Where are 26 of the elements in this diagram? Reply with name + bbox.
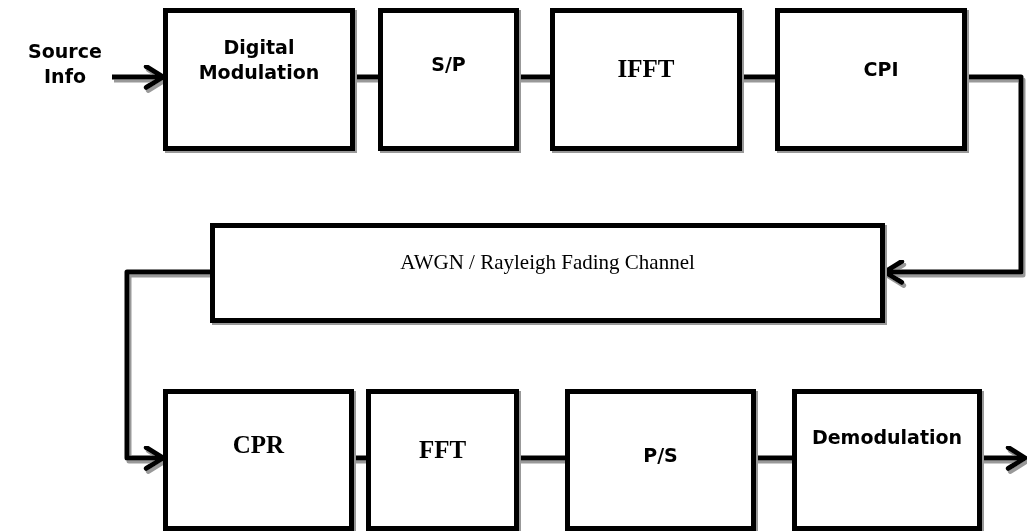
process-box xyxy=(775,8,967,151)
box-label: CPR xyxy=(232,429,285,460)
connector-line xyxy=(519,455,565,461)
process-box xyxy=(792,389,982,531)
connector-line xyxy=(355,74,378,80)
box-label: AWGN / Rayleigh Fading Channel xyxy=(400,249,695,277)
box-label: IFFT xyxy=(617,54,675,85)
process-box xyxy=(378,8,519,151)
process-box xyxy=(565,389,756,531)
process-box xyxy=(366,389,519,531)
connector-line xyxy=(519,74,550,80)
process-box xyxy=(163,8,355,151)
box-label: S/P xyxy=(431,52,466,77)
box-label: Digital Modulation xyxy=(197,34,321,85)
arrow xyxy=(982,445,1027,471)
box-label: FFT xyxy=(418,434,467,465)
source-label: Source Info xyxy=(27,39,103,89)
process-box xyxy=(550,8,742,151)
connector-line xyxy=(742,74,775,80)
process-box xyxy=(163,389,354,531)
process-box xyxy=(210,223,885,323)
arrow xyxy=(124,269,210,471)
box-label: P/S xyxy=(643,442,678,468)
connector-line xyxy=(756,455,792,461)
box-label: Demodulation xyxy=(811,425,963,450)
box-label: CPI xyxy=(863,57,899,82)
